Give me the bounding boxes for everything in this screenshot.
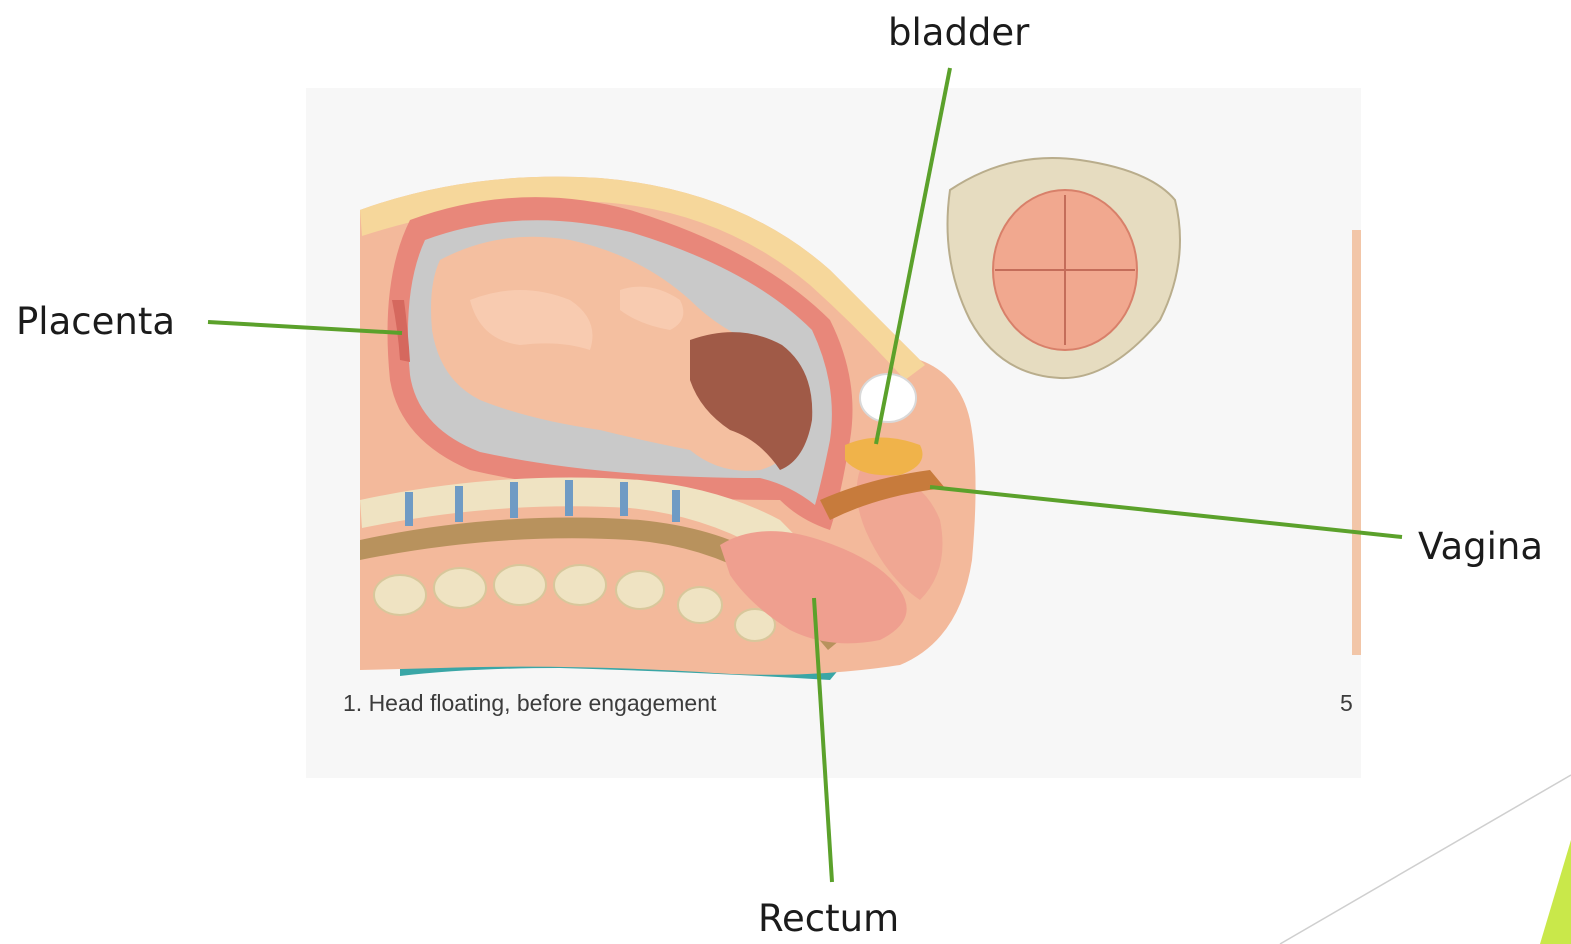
vagina-label: Vagina	[1418, 528, 1543, 565]
rectum-label: Rectum	[758, 900, 899, 937]
next-figure-strip	[1352, 230, 1361, 655]
slide-accent-shape	[1540, 840, 1571, 944]
bladder-label: bladder	[888, 14, 1029, 51]
placenta-label: Placenta	[16, 303, 175, 340]
figure-caption: 1. Head floating, before engagement	[343, 692, 716, 715]
slide-accent-line	[1280, 775, 1571, 944]
next-figure-caption-fragment: 5	[1340, 692, 1353, 715]
